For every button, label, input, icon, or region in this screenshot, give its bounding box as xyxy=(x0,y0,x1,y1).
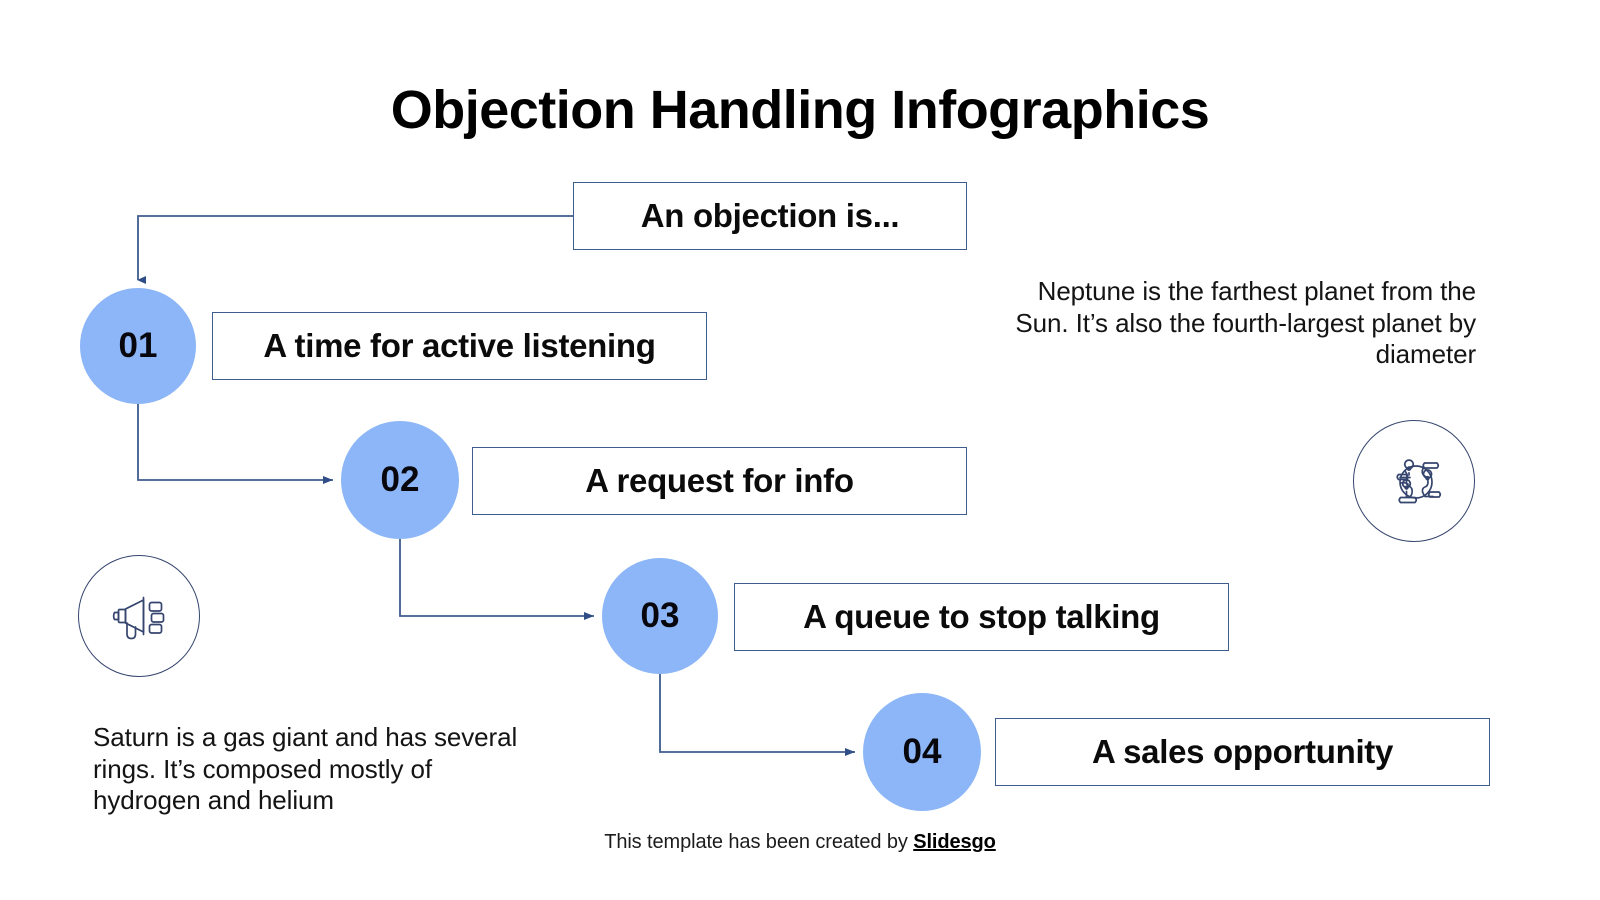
step-number-03: 03 xyxy=(640,596,680,635)
step-label-text-02: A request for info xyxy=(585,461,854,499)
footer-text: This template has been created by xyxy=(604,831,914,853)
step-circle-01[interactable]: 01 xyxy=(80,288,196,404)
intro-label-box[interactable]: An objection is... xyxy=(573,182,967,250)
neptune-description: Neptune is the farthest planet from the … xyxy=(1015,276,1476,370)
page-title: Objection Handling Infographics xyxy=(390,80,1210,140)
saturn-description: Saturn is a gas giant and has several ri… xyxy=(93,722,518,816)
step-number-04: 04 xyxy=(902,732,942,771)
step-label-text-04: A sales opportunity xyxy=(1091,732,1394,770)
step-label-box-04[interactable]: A sales opportunity xyxy=(995,718,1490,786)
megaphone-icon-badge xyxy=(78,555,200,677)
step-circle-04[interactable]: 04 xyxy=(863,693,981,811)
globe-pins-icon xyxy=(1396,459,1442,504)
step-label-box-01[interactable]: A time for active listening xyxy=(212,312,707,380)
globe-icon-badge xyxy=(1353,420,1475,542)
intro-label-text: An objection is... xyxy=(640,196,900,234)
slidesgo-link[interactable]: Slidesgo xyxy=(913,831,996,853)
step-number-02: 02 xyxy=(380,460,420,499)
step-label-text-03: A queue to stop talking xyxy=(803,597,1160,635)
step-label-text-01: A time for active listening xyxy=(263,326,656,364)
footer: This template has been created by Slides… xyxy=(0,831,1600,854)
step-circle-03[interactable]: 03 xyxy=(602,558,718,674)
step-label-box-02[interactable]: A request for info xyxy=(472,447,967,515)
step-number-01: 01 xyxy=(118,326,158,365)
step-label-box-03[interactable]: A queue to stop talking xyxy=(734,583,1229,651)
megaphone-icon xyxy=(112,596,165,640)
step-circle-02[interactable]: 02 xyxy=(341,421,459,539)
